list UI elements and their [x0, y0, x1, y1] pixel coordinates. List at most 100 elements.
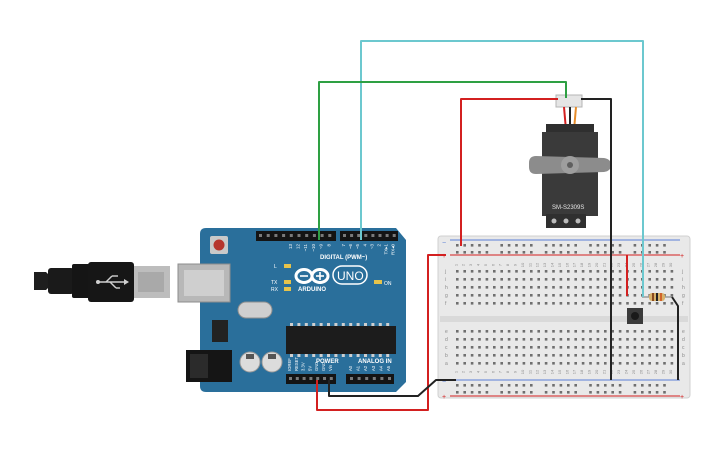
- terminal-hole[interactable]: [515, 294, 518, 297]
- terminal-hole[interactable]: [604, 338, 607, 341]
- rail-hole[interactable]: [522, 384, 526, 387]
- analog-pin[interactable]: [350, 377, 353, 380]
- power-pin[interactable]: [289, 377, 292, 380]
- rail-hole[interactable]: [633, 251, 637, 254]
- rail-hole[interactable]: [478, 384, 481, 387]
- terminal-hole[interactable]: [611, 338, 614, 341]
- analog-pin[interactable]: [357, 377, 361, 380]
- terminal-hole[interactable]: [648, 270, 651, 273]
- terminal-hole[interactable]: [537, 278, 540, 281]
- terminal-hole[interactable]: [648, 346, 651, 349]
- terminal-hole[interactable]: [626, 302, 629, 305]
- rail-hole[interactable]: [522, 244, 526, 247]
- terminal-hole[interactable]: [559, 278, 563, 281]
- terminal-hole[interactable]: [522, 362, 526, 365]
- terminal-hole[interactable]: [648, 362, 651, 365]
- header-pin[interactable]: [343, 234, 346, 237]
- terminal-hole[interactable]: [507, 286, 511, 289]
- terminal-hole[interactable]: [515, 286, 518, 289]
- rail-hole[interactable]: [641, 384, 644, 387]
- terminal-hole[interactable]: [544, 330, 548, 333]
- analog-pin[interactable]: [380, 377, 384, 380]
- terminal-hole[interactable]: [500, 362, 503, 365]
- terminal-hole[interactable]: [670, 330, 674, 333]
- terminal-hole[interactable]: [655, 286, 659, 289]
- terminal-hole[interactable]: [456, 302, 459, 305]
- wire-black-resistor[interactable]: [671, 296, 679, 380]
- terminal-hole[interactable]: [530, 278, 533, 281]
- terminal-hole[interactable]: [537, 338, 540, 341]
- terminal-hole[interactable]: [478, 330, 481, 333]
- terminal-hole[interactable]: [552, 338, 555, 341]
- wire-black-gnd[interactable]: [328, 379, 456, 397]
- rail-hole[interactable]: [485, 391, 489, 394]
- terminal-hole[interactable]: [641, 302, 644, 305]
- terminal-hole[interactable]: [500, 330, 503, 333]
- terminal-hole[interactable]: [604, 354, 607, 357]
- rail-hole[interactable]: [655, 244, 659, 247]
- terminal-hole[interactable]: [670, 338, 674, 341]
- terminal-hole[interactable]: [633, 362, 637, 365]
- terminal-hole[interactable]: [500, 270, 503, 273]
- power-pin[interactable]: [295, 377, 299, 380]
- terminal-hole[interactable]: [663, 338, 666, 341]
- terminal-hole[interactable]: [478, 294, 481, 297]
- terminal-hole[interactable]: [493, 286, 496, 289]
- terminal-hole[interactable]: [581, 302, 585, 305]
- terminal-hole[interactable]: [618, 286, 622, 289]
- terminal-hole[interactable]: [567, 330, 570, 333]
- terminal-hole[interactable]: [544, 294, 548, 297]
- header-pin[interactable]: [274, 234, 278, 237]
- terminal-hole[interactable]: [626, 354, 629, 357]
- terminal-hole[interactable]: [537, 286, 540, 289]
- rail-hole[interactable]: [463, 244, 466, 247]
- terminal-hole[interactable]: [581, 286, 585, 289]
- terminal-hole[interactable]: [530, 330, 533, 333]
- terminal-hole[interactable]: [581, 346, 585, 349]
- rail-hole[interactable]: [618, 244, 622, 247]
- terminal-hole[interactable]: [522, 346, 526, 349]
- terminal-hole[interactable]: [493, 278, 496, 281]
- header-pin[interactable]: [259, 234, 262, 237]
- terminal-hole[interactable]: [544, 302, 548, 305]
- terminal-hole[interactable]: [633, 302, 637, 305]
- terminal-hole[interactable]: [500, 286, 503, 289]
- terminal-hole[interactable]: [670, 278, 674, 281]
- terminal-hole[interactable]: [618, 294, 622, 297]
- terminal-hole[interactable]: [618, 346, 622, 349]
- rail-hole[interactable]: [596, 384, 600, 387]
- terminal-hole[interactable]: [581, 354, 585, 357]
- rail-hole[interactable]: [589, 391, 592, 394]
- terminal-hole[interactable]: [596, 270, 600, 273]
- terminal-hole[interactable]: [581, 294, 585, 297]
- terminal-hole[interactable]: [574, 278, 577, 281]
- terminal-hole[interactable]: [596, 294, 600, 297]
- terminal-hole[interactable]: [470, 362, 474, 365]
- rail-hole[interactable]: [633, 391, 637, 394]
- rail-hole[interactable]: [515, 384, 518, 387]
- terminal-hole[interactable]: [567, 278, 570, 281]
- terminal-hole[interactable]: [544, 362, 548, 365]
- rail-hole[interactable]: [589, 384, 592, 387]
- terminal-hole[interactable]: [515, 338, 518, 341]
- terminal-hole[interactable]: [604, 270, 607, 273]
- terminal-hole[interactable]: [507, 302, 511, 305]
- rail-hole[interactable]: [552, 251, 555, 254]
- terminal-hole[interactable]: [493, 294, 496, 297]
- terminal-hole[interactable]: [456, 354, 459, 357]
- terminal-hole[interactable]: [641, 330, 644, 333]
- rail-hole[interactable]: [596, 244, 600, 247]
- terminal-hole[interactable]: [604, 302, 607, 305]
- terminal-hole[interactable]: [633, 354, 637, 357]
- terminal-hole[interactable]: [463, 338, 466, 341]
- rail-hole[interactable]: [470, 391, 474, 394]
- terminal-hole[interactable]: [507, 362, 511, 365]
- terminal-hole[interactable]: [655, 278, 659, 281]
- power-pin[interactable]: [316, 377, 320, 380]
- terminal-hole[interactable]: [507, 338, 511, 341]
- resistor[interactable]: [642, 293, 672, 301]
- terminal-hole[interactable]: [463, 354, 466, 357]
- terminal-hole[interactable]: [485, 346, 489, 349]
- rail-hole[interactable]: [500, 384, 503, 387]
- terminal-hole[interactable]: [581, 362, 585, 365]
